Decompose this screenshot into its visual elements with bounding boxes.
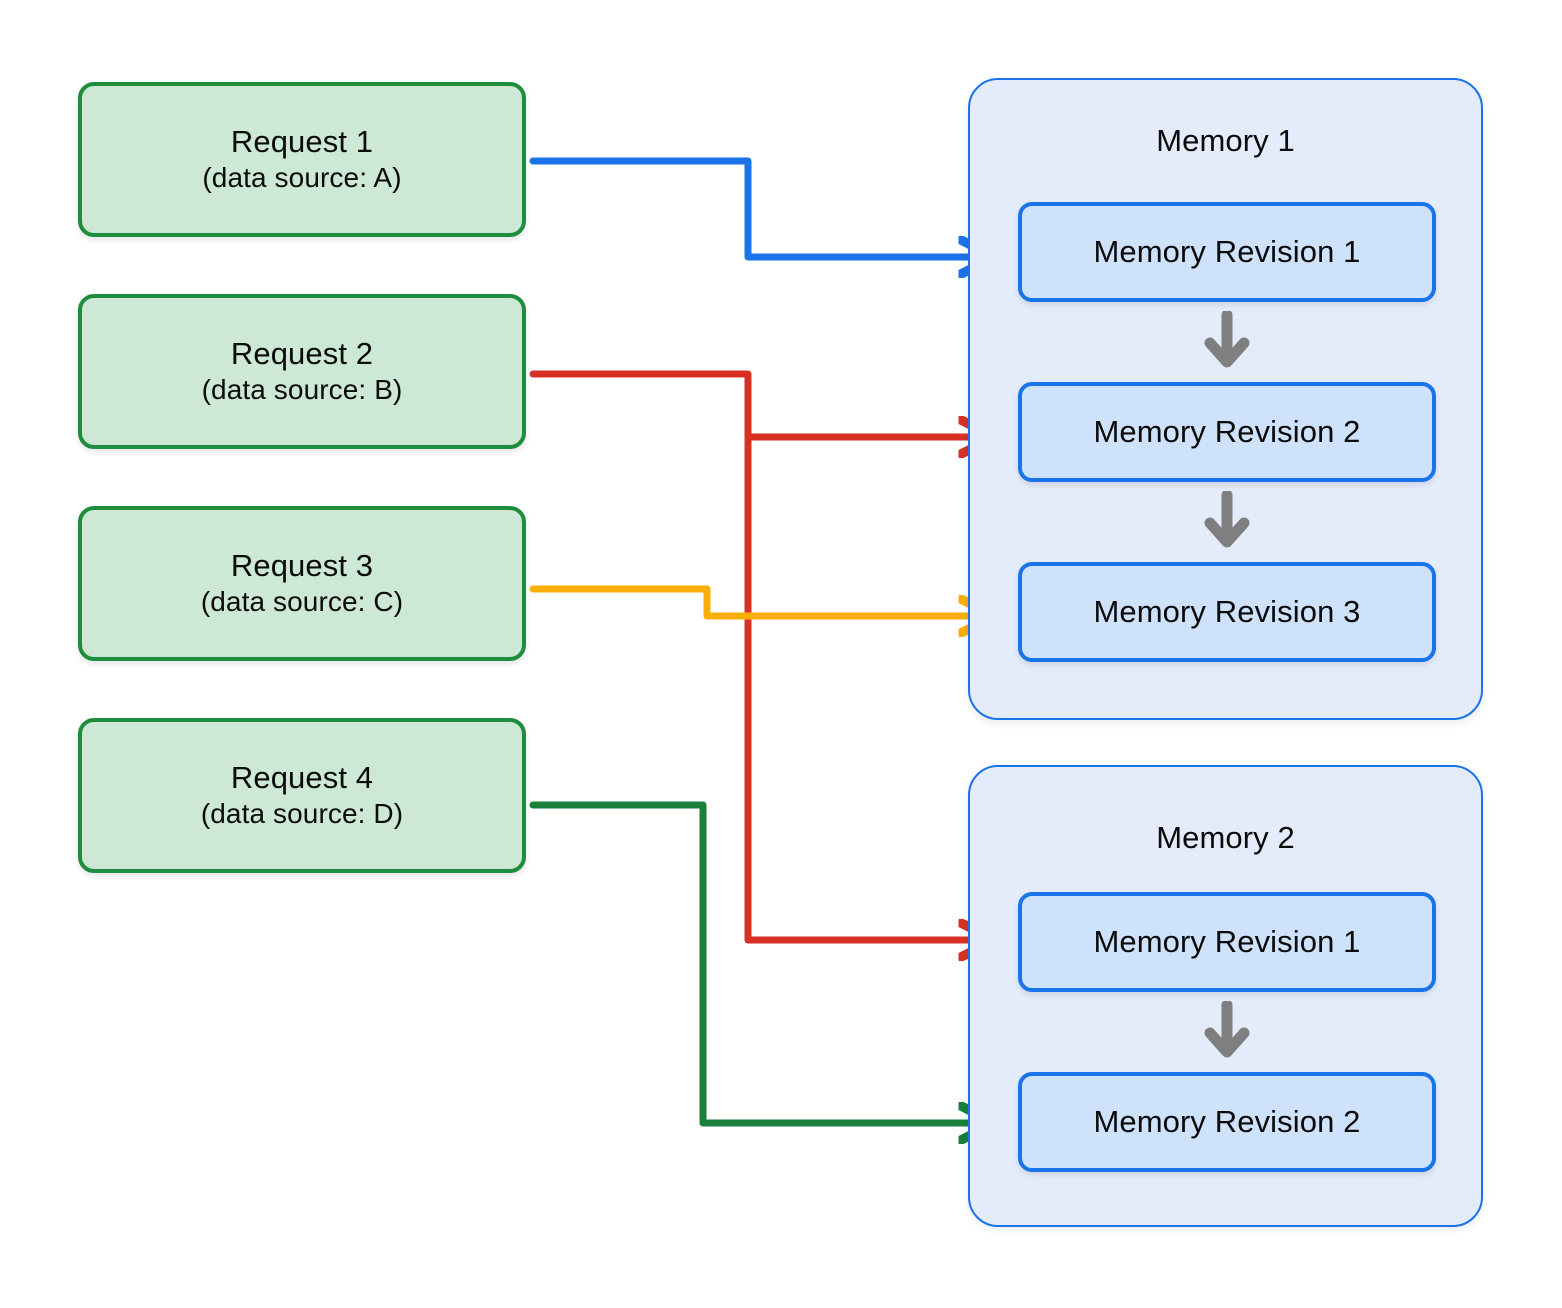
memory-2-revision-2[interactable]: Memory Revision 2 — [1018, 1072, 1436, 1172]
memory-1-revision-2[interactable]: Memory Revision 2 — [1018, 382, 1436, 482]
memory-1-revision-1[interactable]: Memory Revision 1 — [1018, 202, 1436, 302]
request-3-title: Request 3 — [230, 547, 374, 583]
memory-container-2[interactable]: Memory 2 Memory Revision 1 Memory Revisi… — [968, 765, 1483, 1227]
request-1-subtitle: (data source: A) — [202, 162, 402, 194]
request-box-2[interactable]: Request 2 (data source: B) — [78, 294, 526, 449]
request-box-3[interactable]: Request 3 (data source: C) — [78, 506, 526, 661]
flow-arrow-memory-1-rev1-to-rev2 — [1204, 311, 1250, 368]
connector-request-2-to-memory-1-revision-2 — [529, 370, 988, 437]
memory-2-revision-1-label: Memory Revision 1 — [1093, 924, 1361, 959]
request-4-title: Request 4 — [230, 759, 374, 795]
memory-2-revision-1[interactable]: Memory Revision 1 — [1018, 892, 1436, 992]
request-3-subtitle: (data source: C) — [200, 586, 404, 618]
memory-2-revision-2-label: Memory Revision 2 — [1093, 1104, 1361, 1139]
flow-arrow-memory-2-rev1-to-rev2 — [1204, 1001, 1250, 1058]
request-1-title: Request 1 — [230, 123, 374, 159]
request-box-4[interactable]: Request 4 (data source: D) — [78, 718, 526, 873]
request-2-subtitle: (data source: B) — [201, 374, 403, 406]
memory-1-title: Memory 1 — [1156, 123, 1295, 158]
connector-request-2-to-memory-2-revision-1 — [744, 433, 988, 940]
connector-request-4-to-memory-2-revision-2 — [529, 801, 988, 1123]
connector-request-1-to-memory-1-revision-1 — [529, 157, 988, 257]
memory-2-title: Memory 2 — [1156, 820, 1295, 855]
memory-1-revision-3[interactable]: Memory Revision 3 — [1018, 562, 1436, 662]
request-2-title: Request 2 — [230, 335, 374, 371]
flow-arrow-memory-1-rev2-to-rev3 — [1204, 491, 1250, 548]
request-4-subtitle: (data source: D) — [200, 798, 404, 830]
request-box-1[interactable]: Request 1 (data source: A) — [78, 82, 526, 237]
memory-1-revision-3-label: Memory Revision 3 — [1093, 594, 1361, 629]
memory-1-revision-2-label: Memory Revision 2 — [1093, 414, 1361, 449]
memory-1-revision-1-label: Memory Revision 1 — [1093, 234, 1361, 269]
memory-container-1[interactable]: Memory 1 Memory Revision 1 Memory Revisi… — [968, 78, 1483, 720]
connector-request-3-to-memory-1-revision-3 — [529, 585, 988, 616]
